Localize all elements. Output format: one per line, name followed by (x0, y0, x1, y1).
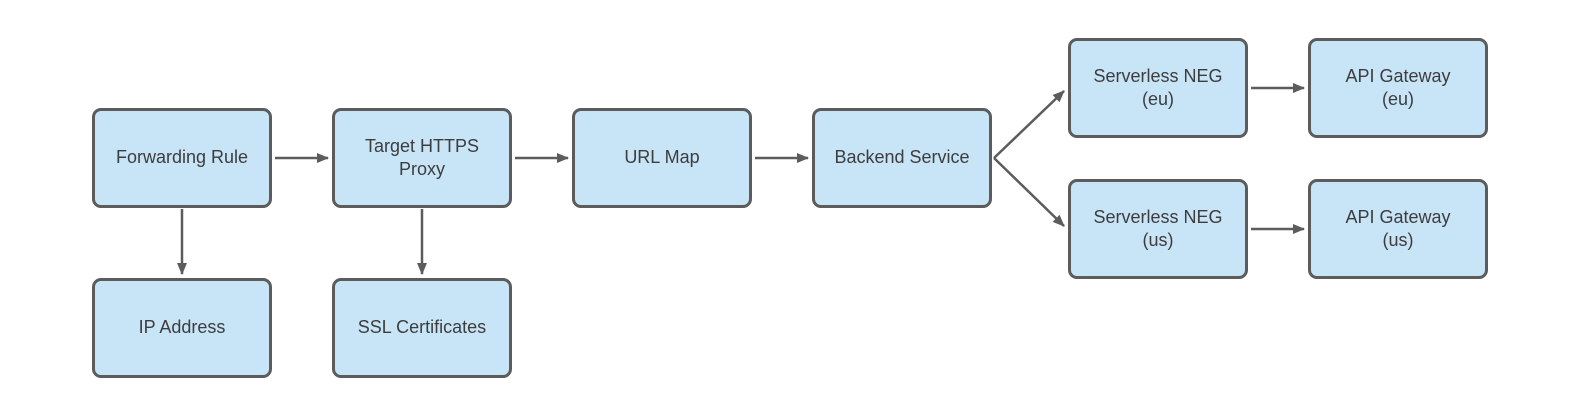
node-label: IP Address (138, 317, 226, 338)
node-backend-service: Backend Service (812, 108, 992, 208)
node-ip-address: IP Address (92, 278, 272, 378)
node-label: URL Map (624, 147, 700, 168)
node-target-https-proxy: Target HTTPS Proxy (332, 108, 512, 208)
node-api-gateway-us: API Gateway (us) (1308, 179, 1488, 279)
node-label: SSL Certificates (357, 317, 487, 338)
edge-backend-service-to-serverless-neg-eu (993, 90, 1065, 159)
node-url-map: URL Map (572, 108, 752, 208)
node-label: API Gateway (us) (1345, 206, 1451, 250)
node-label: Serverless NEG (eu) (1093, 65, 1223, 109)
node-serverless-neg-us: Serverless NEG (us) (1068, 179, 1248, 279)
node-forwarding-rule: Forwarding Rule (92, 108, 272, 208)
node-label: Backend Service (834, 147, 970, 168)
node-label: API Gateway (eu) (1345, 65, 1451, 109)
node-ssl-certificates: SSL Certificates (332, 278, 512, 378)
node-api-gateway-eu: API Gateway (eu) (1308, 38, 1488, 138)
node-label: Forwarding Rule (115, 147, 249, 168)
node-serverless-neg-eu: Serverless NEG (eu) (1068, 38, 1248, 138)
node-label: Target HTTPS Proxy (364, 135, 480, 179)
node-label: Serverless NEG (us) (1093, 206, 1223, 250)
edge-backend-service-to-serverless-neg-us (993, 157, 1065, 227)
